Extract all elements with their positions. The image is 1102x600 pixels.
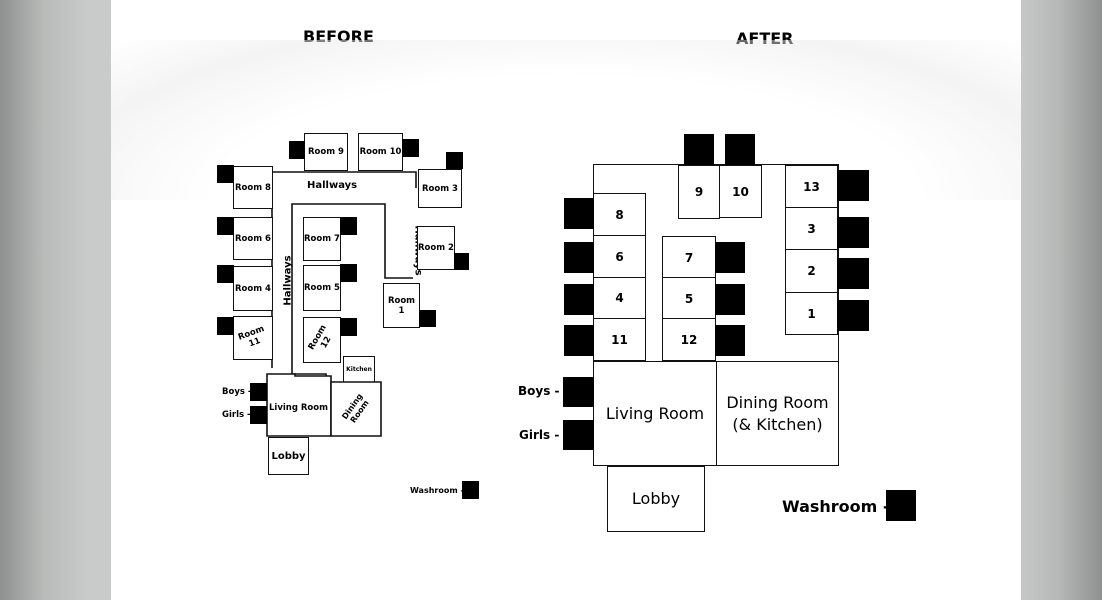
after-washroom bbox=[564, 284, 594, 315]
after-room-1: 1 bbox=[785, 292, 838, 335]
after-washroom bbox=[837, 300, 869, 331]
before-room-11: Room 11 bbox=[233, 316, 273, 360]
after-washroom bbox=[564, 198, 594, 229]
after-lobby: Lobby bbox=[607, 466, 705, 532]
before-room-4: Room 4 bbox=[233, 266, 273, 311]
before-room-9: Room 9 bbox=[304, 133, 348, 171]
before-washroom bbox=[402, 139, 419, 157]
after-dining-room: Dining Room (& Kitchen) bbox=[716, 361, 839, 466]
before-room-3: Room 3 bbox=[418, 169, 462, 208]
before-girls-label: Girls - bbox=[222, 410, 251, 420]
after-washroom-legend-swatch bbox=[886, 490, 916, 521]
before-living-room-label: Living Room bbox=[269, 403, 328, 413]
before-boys-label: Boys - bbox=[222, 387, 252, 397]
after-room-8: 8 bbox=[593, 193, 646, 236]
after-room-5: 5 bbox=[662, 277, 716, 320]
before-room-5: Room 5 bbox=[303, 265, 341, 311]
before-washroom-legend-label: Washroom - bbox=[410, 486, 464, 495]
before-washroom-legend-swatch bbox=[462, 481, 479, 499]
after-washroom bbox=[837, 170, 869, 201]
before-washroom bbox=[340, 264, 357, 282]
after-room-12: 12 bbox=[662, 318, 716, 361]
before-washroom bbox=[340, 318, 357, 336]
after-washroom bbox=[564, 242, 594, 273]
floor-plan-sheet: BEFORE Room 9 Room 10 Room 8 Hallways Ro… bbox=[111, 0, 1021, 600]
before-washroom bbox=[217, 165, 234, 183]
after-washroom bbox=[715, 325, 745, 356]
after-washroom bbox=[725, 134, 755, 165]
before-washroom bbox=[217, 217, 234, 235]
after-room-13: 13 bbox=[785, 165, 838, 208]
after-room-10: 10 bbox=[719, 165, 762, 218]
before-room-1: Room 1 bbox=[383, 283, 420, 328]
before-room-11-label: Room 11 bbox=[236, 323, 266, 350]
before-room-12-label: Room 12 bbox=[306, 323, 334, 352]
after-room-11: 11 bbox=[593, 318, 646, 361]
after-room-7: 7 bbox=[662, 236, 716, 279]
after-boys-washroom bbox=[563, 377, 594, 407]
before-washroom bbox=[217, 317, 234, 335]
before-washroom bbox=[217, 265, 234, 283]
before-hallways-top-label: Hallways bbox=[307, 180, 358, 191]
before-title: BEFORE bbox=[303, 27, 374, 46]
after-washroom bbox=[715, 284, 745, 315]
after-washroom bbox=[564, 325, 594, 356]
before-washroom bbox=[340, 217, 357, 235]
after-title: AFTER bbox=[736, 29, 794, 48]
after-room-6: 6 bbox=[593, 235, 646, 278]
before-girls-washroom bbox=[250, 406, 267, 424]
after-room-9: 9 bbox=[678, 165, 720, 219]
after-girls-label: Girls - bbox=[519, 428, 560, 442]
after-room-3: 3 bbox=[785, 207, 838, 250]
before-kitchen: Kitchen bbox=[343, 356, 375, 383]
after-dining-room-line2: (& Kitchen) bbox=[732, 414, 823, 434]
before-washroom bbox=[454, 253, 469, 270]
before-washroom bbox=[419, 310, 436, 327]
before-washroom bbox=[446, 152, 463, 169]
after-washroom bbox=[715, 242, 745, 273]
before-hallways-left-label: Hallways bbox=[282, 255, 294, 306]
before-room-2: Room 2 bbox=[417, 226, 455, 270]
after-washroom bbox=[837, 217, 869, 248]
before-room-7: Room 7 bbox=[303, 217, 341, 261]
after-washroom bbox=[837, 258, 869, 289]
after-living-room: Living Room bbox=[593, 361, 717, 466]
after-girls-washroom bbox=[563, 420, 594, 450]
after-room-2: 2 bbox=[785, 249, 838, 293]
before-washroom bbox=[289, 141, 305, 159]
before-lobby: Lobby bbox=[268, 437, 309, 475]
before-boys-washroom bbox=[250, 383, 267, 401]
before-living-room-outline bbox=[266, 373, 332, 437]
after-room-4: 4 bbox=[593, 277, 646, 319]
before-dining-room-outline bbox=[330, 381, 382, 437]
after-dining-room-line1: Dining Room bbox=[726, 392, 829, 412]
before-room-6: Room 6 bbox=[233, 217, 273, 260]
after-boys-label: Boys - bbox=[518, 384, 560, 398]
before-room-10: Room 10 bbox=[358, 133, 403, 171]
before-room-8: Room 8 bbox=[233, 166, 273, 209]
after-washroom-legend-label: Washroom - bbox=[782, 497, 890, 516]
after-washroom bbox=[684, 134, 714, 165]
before-room-12: Room 12 bbox=[303, 317, 341, 363]
